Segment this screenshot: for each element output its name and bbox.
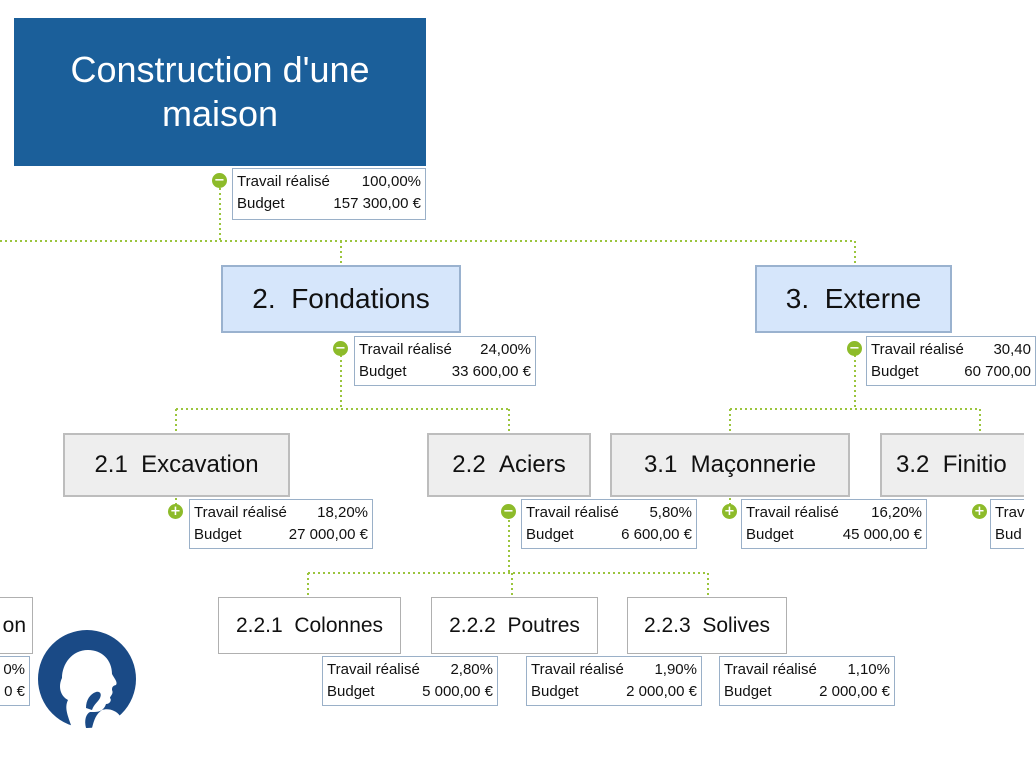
work-value: 16,20%: [871, 504, 922, 521]
work-label: Travail réalisé: [724, 661, 817, 678]
budget-label: Bud: [995, 526, 1022, 543]
budget-value: 27 000,00 €: [288, 526, 368, 543]
node-root[interactable]: Construction d'une maison: [14, 18, 426, 166]
node-name: Externe: [824, 283, 922, 314]
collapse-toggle-aciers[interactable]: −: [501, 504, 516, 519]
work-value: 5,80%: [649, 504, 692, 521]
info-box-solives: Travail réalisé 1,10% Budget 2 000,00 €: [719, 656, 895, 706]
node-name: Finitio: [942, 451, 1007, 478]
budget-value: 6 600,00 €: [621, 526, 692, 543]
info-box-maconnerie: Travail réalisé 16,20% Budget 45 000,00 €: [741, 499, 927, 549]
node-name: Fondations: [291, 283, 430, 314]
connector-root: [0, 188, 856, 265]
connector-aciers: [307, 520, 709, 597]
node-number: 3.2: [896, 451, 930, 478]
root-title-line2: maison: [161, 93, 279, 134]
budget-value: 60 700,00: [964, 363, 1031, 380]
node-left-partial[interactable]: on: [0, 597, 33, 654]
budget-label: Budget: [746, 526, 794, 543]
info-box-excavation: Travail réalisé 18,20% Budget 27 000,00 €: [189, 499, 373, 549]
collapse-toggle-externe[interactable]: −: [847, 341, 862, 356]
work-label: Travail réalisé: [327, 661, 420, 678]
budget-label: Budget: [526, 526, 574, 543]
node-number: 3.1: [643, 451, 678, 478]
work-label: Travail réalisé: [871, 341, 964, 358]
node-number: 2.1: [94, 451, 128, 478]
info-box-externe: Travail réalisé 30,40 Budget 60 700,00: [866, 336, 1036, 386]
node-finitions[interactable]: 3.2 Finitio: [880, 433, 1024, 497]
budget-label: Budget: [237, 195, 285, 212]
node-name: Solives: [702, 613, 771, 637]
node-name: Colonnes: [294, 613, 384, 637]
collapse-toggle-fondations[interactable]: −: [333, 341, 348, 356]
budget-value: 2 000,00 €: [626, 683, 697, 700]
budget-value: 5 000,00 €: [422, 683, 493, 700]
node-name: Maçonnerie: [690, 451, 817, 478]
connector-externe: [729, 355, 981, 433]
work-value: 30,40: [993, 341, 1031, 358]
thinking-person-logo-icon: [38, 630, 136, 728]
node-name: Excavation: [141, 451, 259, 478]
root-title-line1: Construction d'une: [70, 49, 370, 90]
node-maconnerie[interactable]: 3.1 Maçonnerie: [610, 433, 850, 497]
budget-label: Budget: [194, 526, 242, 543]
node-aciers[interactable]: 2.2 Aciers: [427, 433, 591, 497]
budget-value: 2 000,00 €: [819, 683, 890, 700]
work-label: Travail réalisé: [237, 173, 330, 190]
work-value: 0%: [3, 661, 25, 678]
connector-fondations: [175, 355, 510, 433]
info-box-root: Travail réalisé 100,00% Budget 157 300,00 …: [232, 168, 426, 220]
node-externe[interactable]: 3. Externe: [755, 265, 952, 333]
node-number: 2.2.3: [643, 613, 691, 637]
work-label: Trav: [995, 504, 1025, 521]
work-label: Travail réalisé: [531, 661, 624, 678]
node-number: 2.2.2: [449, 613, 496, 637]
expand-toggle-excavation[interactable]: +: [168, 504, 183, 519]
budget-label: Budget: [327, 683, 375, 700]
budget-label: Budget: [359, 363, 407, 380]
node-solives[interactable]: 2.2.3 Solives: [627, 597, 787, 654]
work-label: Travail réalisé: [359, 341, 452, 358]
budget-label: Budget: [724, 683, 772, 700]
budget-label: Budget: [531, 683, 579, 700]
work-label: Travail réalisé: [194, 504, 287, 521]
node-name: Aciers: [499, 451, 566, 478]
info-box-fondations: Travail réalisé 24,00% Budget 33 600,00 €: [354, 336, 536, 386]
node-name: Poutres: [507, 613, 580, 637]
work-value: 2,80%: [450, 661, 493, 678]
node-number: 2.2.1: [235, 613, 283, 637]
budget-value: 0 €: [4, 683, 25, 700]
work-value: 24,00%: [480, 341, 531, 358]
budget-label: Budget: [871, 363, 919, 380]
node-number: 2.2: [452, 451, 486, 478]
info-box-poutres: Travail réalisé 1,90% Budget 2 000,00 €: [526, 656, 702, 706]
info-box-aciers: Travail réalisé 5,80% Budget 6 600,00 €: [521, 499, 697, 549]
node-excavation[interactable]: 2.1 Excavation: [63, 433, 290, 497]
work-label: Travail réalisé: [746, 504, 839, 521]
info-box-finitions: Trav Bud: [990, 499, 1024, 549]
node-colonnes[interactable]: 2.2.1 Colonnes: [218, 597, 401, 654]
work-value: 18,20%: [317, 504, 368, 521]
node-number: 3.: [785, 283, 810, 314]
budget-value: 45 000,00 €: [842, 526, 922, 543]
info-box-left-partial: 0% 0 €: [0, 656, 30, 706]
work-value: 1,90%: [654, 661, 697, 678]
budget-value: 157 300,00 €: [333, 195, 421, 212]
budget-value: 33 600,00 €: [451, 363, 531, 380]
expand-toggle-maconnerie[interactable]: +: [722, 504, 737, 519]
expand-toggle-finitions[interactable]: +: [972, 504, 987, 519]
node-number: 2.: [252, 283, 276, 314]
node-poutres[interactable]: 2.2.2 Poutres: [431, 597, 598, 654]
collapse-toggle-root[interactable]: −: [212, 173, 227, 188]
node-name: on: [2, 613, 26, 637]
work-value: 100,00%: [361, 173, 421, 190]
info-box-colonnes: Travail réalisé 2,80% Budget 5 000,00 €: [322, 656, 498, 706]
work-value: 1,10%: [847, 661, 890, 678]
work-label: Travail réalisé: [526, 504, 619, 521]
node-fondations[interactable]: 2. Fondations: [221, 265, 461, 333]
